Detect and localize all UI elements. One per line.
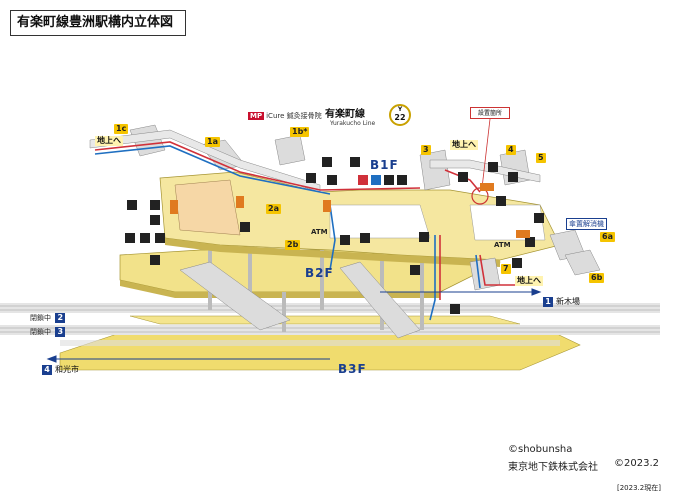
shop-name: iCure 鍼灸接骨院 [266,112,322,120]
exit-1b: 1b* [290,127,310,137]
exit-1a: 1a [205,137,220,147]
routes [94,141,520,321]
exit-3: 3 [421,145,431,155]
shinkiba-number: 1 [543,297,553,307]
closed-track-3: 閉鎖中 3 [30,327,68,337]
wako-number: 4 [42,365,52,375]
setchi-callout: 設置箇所 [470,107,510,119]
floor-b1f: B1F [370,158,399,172]
line-name: 有楽町線 [325,109,365,120]
credit-year: ©2023.2 [614,458,659,469]
floor-b2f: B2F [305,266,334,280]
exit-5: 5 [536,153,546,163]
surface-label-left: 地上へ [95,136,123,146]
exit-7: 7 [501,264,511,274]
closed-2-label: 閉鎖中 [30,314,51,322]
exit-4: 4 [506,145,516,155]
line-code-letter: Y [397,106,403,113]
b2f-b3f-stairs [179,261,421,339]
facility-icons [125,157,544,314]
shinkiba-label: 新木場 [556,297,580,306]
surface-label-right: 地上へ [450,140,478,150]
floor-b3f: B3F [338,362,367,376]
direction-arrows [46,288,542,363]
closed-2-number: 2 [55,313,66,323]
elevators [170,183,530,238]
exit-1c: 1c [114,124,129,134]
b3f-platform [0,303,660,371]
b1f-concourse [159,171,561,267]
atm-label-left: ATM [311,228,328,236]
exit-2b: 2b [285,240,301,250]
line-code-badge: Y 22 [389,104,411,126]
shop-badge: MP [248,112,265,120]
closed-3-number: 3 [55,327,66,337]
closed-3-label: 閉鎖中 [30,328,51,336]
exit-6b: 6b [589,273,605,283]
as-of-note: [2023.2現在] [617,484,661,492]
credit-operator: 東京地下鉄株式会社 [508,462,598,473]
line-name-en: Yurakucho Line [330,120,376,127]
wako-label: 和光市 [55,365,79,374]
credit-copyright: ©shobunsha [508,444,573,455]
kasa-callout: 傘置解消機 [566,218,607,230]
atm-label-right: ATM [494,241,511,249]
surface-label-bottom: 地上へ [515,276,543,286]
line-code-number: 22 [394,113,406,122]
exit-2a: 2a [266,204,281,214]
closed-track-2: 閉鎖中 2 [30,313,68,323]
map-title: 有楽町線豊洲駅構内立体図 [10,10,186,36]
exit-6a: 6a [600,232,615,242]
